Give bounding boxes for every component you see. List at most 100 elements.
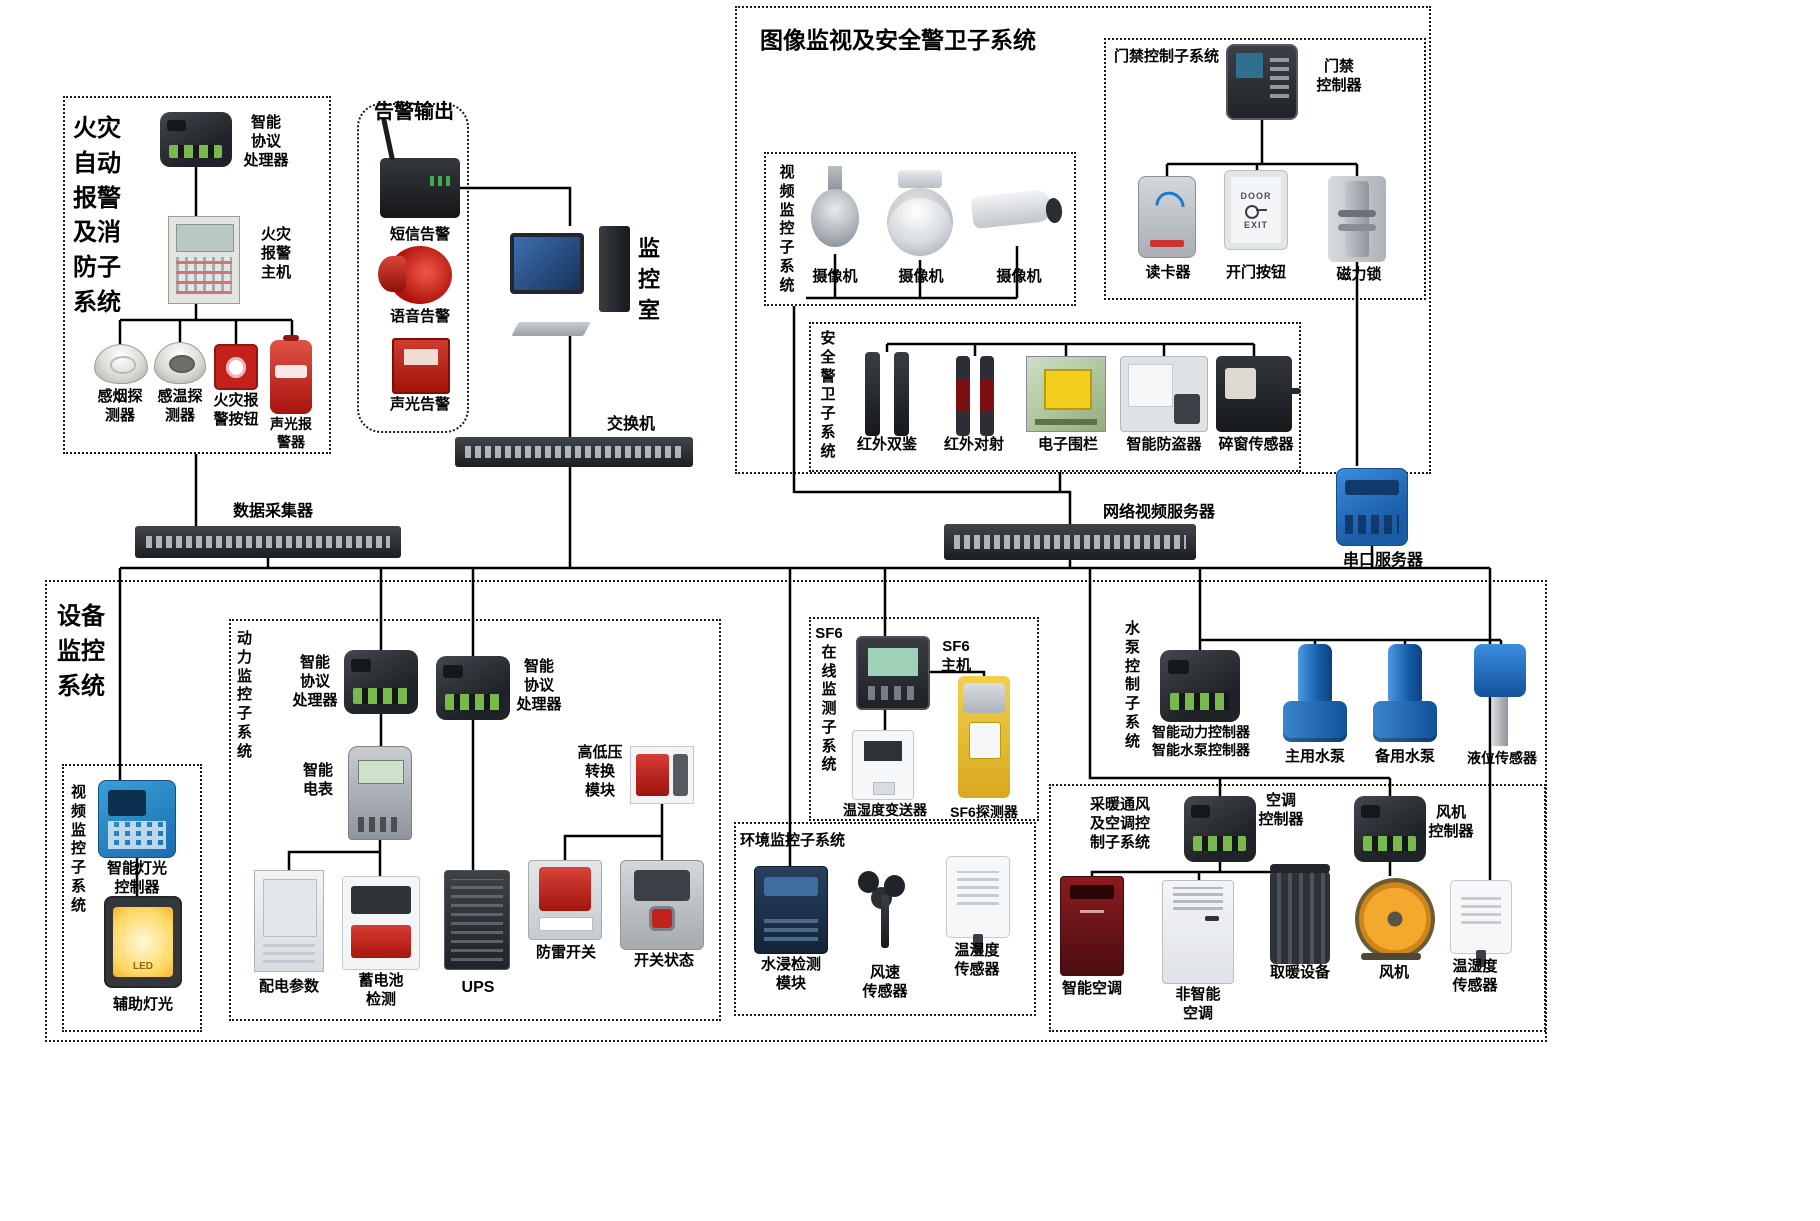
heat-detector-image bbox=[154, 342, 206, 384]
alarm-output-title: 告警输出 bbox=[374, 101, 454, 123]
dome-camera-image bbox=[806, 166, 864, 254]
key-icon bbox=[1245, 204, 1267, 219]
hvac-th-sensor-label: 温湿度 传感器 bbox=[1452, 958, 1498, 994]
ir-dual-detector-label: 红外双鉴 bbox=[856, 436, 917, 453]
electronic-fence-label: 电子围栏 bbox=[1037, 436, 1098, 453]
fire-alarm-button-label: 火灾报 警按钮 bbox=[213, 392, 259, 428]
level-sensor-label: 液位传感器 bbox=[1467, 750, 1537, 766]
led-text: LED bbox=[133, 961, 153, 972]
voice-alarm-image bbox=[377, 246, 452, 304]
fan-label: 风机 bbox=[1378, 964, 1409, 981]
fire-protocol-processor-image bbox=[160, 112, 232, 167]
heater-label: 取暖设备 bbox=[1269, 964, 1330, 981]
plain-ac-image bbox=[1162, 880, 1234, 984]
wind-sensor-image bbox=[850, 862, 920, 954]
environment-box-title: 环境监控子系统 bbox=[740, 832, 846, 849]
battery-tester-image bbox=[342, 876, 420, 970]
control-room-computer-image bbox=[510, 226, 630, 336]
serial-server-image bbox=[1336, 468, 1408, 546]
magnetic-lock-label: 磁力锁 bbox=[1336, 266, 1382, 283]
plain-ac-label: 非智能 空调 bbox=[1175, 986, 1221, 1022]
ac-controller-image bbox=[1184, 796, 1256, 862]
ir-beam-detector-image bbox=[948, 356, 1002, 436]
sf6-host-label: SF6 主机 bbox=[940, 638, 971, 674]
door-button-face-top: DOOR bbox=[1240, 190, 1272, 201]
video-surveillance-box bbox=[764, 152, 1076, 306]
serial-server-label: 串口服务器 bbox=[1342, 552, 1423, 569]
camera3-label: 摄像机 bbox=[996, 268, 1042, 285]
power-processor-right-label: 智能 协议 处理器 bbox=[516, 658, 562, 713]
computer-monitor bbox=[510, 232, 585, 295]
card-reader-image bbox=[1138, 176, 1196, 258]
lighting-box-title: 视频监控子系统 bbox=[70, 784, 86, 914]
power-processor-right-image bbox=[436, 656, 510, 720]
env-th-sensor-label: 温湿度 传感器 bbox=[954, 942, 1000, 978]
ups-image bbox=[444, 870, 510, 970]
security-subsystem-title: 图像监视及安全警卫子系统 bbox=[760, 27, 1036, 53]
voice-alarm-label: 语音告警 bbox=[389, 308, 450, 325]
ac-controller-label: 空调 控制器 bbox=[1258, 792, 1304, 828]
hvac-box-title: 采暖通风及空调控制子系统 bbox=[1089, 796, 1150, 851]
control-room-label: 监控室 bbox=[637, 236, 660, 323]
distribution-label: 配电参数 bbox=[258, 978, 319, 995]
main-pump-image bbox=[1280, 644, 1350, 746]
pump-section-title: 水泵控制子系统 bbox=[1124, 620, 1140, 750]
hvac-th-sensor-image bbox=[1450, 880, 1512, 968]
sound-light-output-image bbox=[392, 338, 450, 394]
computer-tower bbox=[598, 226, 630, 312]
water-detect-module-label: 水浸检测 模块 bbox=[760, 956, 821, 992]
th-transmitter-image bbox=[852, 730, 914, 800]
power-processor-left-label: 智能 协议 处理器 bbox=[292, 654, 338, 709]
sound-light-alarm-image bbox=[270, 334, 312, 414]
backup-pump-label: 备用水泵 bbox=[1374, 748, 1435, 765]
sms-alarm-image bbox=[380, 158, 460, 218]
sf6-detector-image bbox=[958, 676, 1010, 798]
heat-detector-label: 感温探 测器 bbox=[157, 388, 203, 424]
burglar-alarm-image bbox=[1120, 356, 1208, 432]
backup-pump-image bbox=[1370, 644, 1440, 746]
th-transmitter-label: 温湿度变送器 bbox=[843, 802, 927, 818]
data-collector-image bbox=[135, 526, 401, 558]
aux-light-label: 辅助灯光 bbox=[112, 996, 173, 1013]
ir-beam-detector-label: 红外对射 bbox=[943, 436, 1004, 453]
lighting-video-box bbox=[62, 764, 202, 1032]
surge-switch-label: 防雷开关 bbox=[535, 944, 596, 961]
video-server-label: 网络视频服务器 bbox=[1102, 504, 1215, 521]
door-button-face-bottom: EXIT bbox=[1243, 219, 1268, 230]
equipment-monitoring-box bbox=[45, 580, 1547, 1042]
hv-module-image bbox=[630, 746, 694, 804]
hv-module-label: 高低压 转换 模块 bbox=[577, 744, 623, 799]
electronic-fence-image bbox=[1026, 356, 1106, 432]
fire-alarm-host-image bbox=[168, 216, 240, 304]
smart-ac-label: 智能空调 bbox=[1061, 980, 1122, 997]
ups-label: UPS bbox=[461, 979, 495, 996]
fire-subsystem-title: 火灾自动报警及消防子系统 bbox=[73, 115, 121, 316]
sf6-box-title: SF6在线监测子系统 bbox=[815, 625, 843, 774]
sound-light-alarm-label: 声光报 警器 bbox=[270, 416, 312, 450]
pump-controller-label1: 智能动力控制器 bbox=[1152, 724, 1250, 740]
pump-controller-label2: 智能水泵控制器 bbox=[1152, 742, 1250, 758]
security-subsystem-box bbox=[735, 6, 1431, 474]
access-control-box bbox=[1104, 38, 1426, 300]
sf6-monitoring-box bbox=[809, 617, 1039, 821]
battery-label: 蓄电池 检测 bbox=[358, 972, 404, 1008]
door-button-image: DOOR EXIT bbox=[1224, 170, 1288, 250]
env-th-sensor-image bbox=[946, 856, 1010, 953]
security-guard-title: 安全警卫子系统 bbox=[820, 330, 836, 460]
magnetic-lock-image bbox=[1328, 176, 1386, 262]
ptz-camera-image bbox=[884, 170, 956, 260]
hvac-control-box bbox=[1049, 784, 1546, 1032]
camera1-label: 摄像机 bbox=[812, 268, 858, 285]
alarm-output-box bbox=[357, 103, 469, 433]
sms-alarm-label: 短信告警 bbox=[389, 226, 450, 243]
main-switch-image bbox=[455, 437, 693, 467]
power-processor-left-image bbox=[344, 650, 418, 714]
surge-switch-image bbox=[528, 860, 602, 940]
camera2-label: 摄像机 bbox=[898, 268, 944, 285]
fire-subsystem-box bbox=[63, 96, 331, 454]
smart-meter-label: 智能 电表 bbox=[302, 762, 333, 798]
ir-dual-detector-image bbox=[858, 352, 916, 436]
switch-status-image bbox=[620, 860, 704, 950]
fan-image bbox=[1350, 876, 1436, 960]
